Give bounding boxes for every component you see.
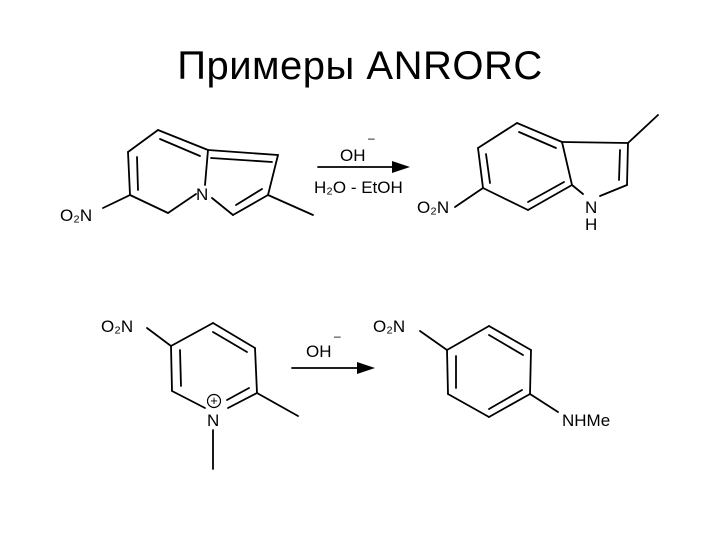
reagent-hydroxide-2: OH: [306, 342, 332, 361]
arrow-head-1: [392, 161, 410, 173]
indole-n-label: N: [585, 198, 597, 217]
positive-charge-sign: +: [210, 393, 218, 408]
indolizine-n-label: N: [196, 185, 208, 204]
charge-minus-2: –: [334, 329, 341, 343]
nitro-label-2: O₂N: [417, 198, 449, 217]
arrow-head-2: [357, 362, 375, 374]
positive-charge-circle: [206, 393, 222, 409]
indolizine-structure: [102, 129, 314, 216]
pyridinium-structure: [146, 322, 299, 470]
indole-h-label: H: [585, 215, 597, 234]
solvent-label: H₂O - EtOH: [314, 178, 403, 197]
nitro-label-4: O₂N: [373, 317, 405, 336]
reagent-hydroxide-1: OH: [340, 146, 366, 165]
pyridinium-n-label: N: [207, 411, 219, 430]
nitro-label-1: O₂N: [60, 206, 92, 225]
nitroaniline-structure: [419, 325, 559, 418]
indole-structure: [454, 114, 659, 211]
nhme-label: NHMe: [562, 411, 610, 430]
slide-title: Примеры ANRORC: [177, 44, 543, 88]
nitro-label-3: O₂N: [101, 317, 133, 336]
charge-minus-1: –: [368, 131, 375, 145]
